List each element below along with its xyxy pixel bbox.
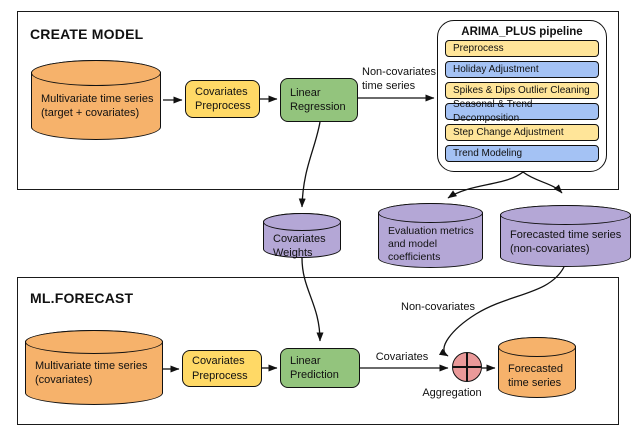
non-covariates-arrow-label: Non-covariates <box>401 301 475 313</box>
box-label: Covariates Preprocess <box>195 85 251 112</box>
pipeline-step-trend-modeling: Trend Modeling <box>445 145 599 162</box>
cylinder-evaluation-metrics: Evaluation metrics and model coefficient… <box>378 203 483 268</box>
pipeline-step-seasonal-trend-decomposition: Seasonal & Trend Decomposition <box>445 99 599 124</box>
cylinder-covariates-weights: Covariates Weights <box>263 213 341 259</box>
pipeline-step-preprocess: Preprocess <box>445 40 599 57</box>
cylinder-label: Multivariate time series (covariates) <box>35 360 148 386</box>
cylinder-label: Covariates Weights <box>273 233 326 259</box>
arima-plus-pipeline: ARIMA_PLUS pipeline Preprocess Holiday A… <box>437 20 607 172</box>
pipeline-step-holiday-adjustment: Holiday Adjustment <box>445 61 599 78</box>
linear-prediction-box: Linear Prediction <box>280 348 360 388</box>
cylinder-label: Forecasted time series (non-covariates) <box>510 229 622 255</box>
pipeline-step-spikes-dips-outlier-cleaning: Spikes & Dips Outlier Cleaning <box>445 82 599 99</box>
cylinder-top <box>378 203 483 223</box>
non-covariates-time-series-label: Non-covariates time series <box>362 66 436 92</box>
box-label: Covariates Preprocess <box>192 355 248 382</box>
box-label: Linear Prediction <box>290 354 339 381</box>
covariates-preprocess-box-bottom: Covariates Preprocess <box>182 350 262 387</box>
linear-regression-box: Linear Regression <box>280 78 358 122</box>
cylinder-label: Forecasted time series <box>508 363 564 389</box>
cylinder-multivariate-covariates: Multivariate time series (covariates) <box>25 330 163 405</box>
cylinder-top <box>263 213 341 231</box>
cylinder-top <box>500 205 631 225</box>
box-label: Linear Regression <box>290 86 346 113</box>
aggregation-label: Aggregation <box>422 387 482 399</box>
cylinder-top <box>25 330 163 354</box>
cylinder-forecasted-time-series: Forecasted time series <box>498 337 576 398</box>
pipeline-title: ARIMA_PLUS pipeline <box>461 26 583 38</box>
plus-icon <box>453 353 481 381</box>
covariates-preprocess-box-top: Covariates Preprocess <box>185 80 260 118</box>
aggregation-node <box>452 352 482 382</box>
cylinder-top <box>498 337 576 357</box>
cylinder-label: Multivariate time series (target + covar… <box>41 93 154 119</box>
cylinder-forecasted-non-covariates: Forecasted time series (non-covariates) <box>500 205 631 267</box>
ml-forecast-title: ML.FORECAST <box>30 290 134 306</box>
create-model-title: CREATE MODEL <box>30 26 144 42</box>
covariates-arrow-label: Covariates <box>375 351 429 363</box>
cylinder-multivariate-target-covariates: Multivariate time series (target + covar… <box>31 60 161 140</box>
pipeline-step-step-change-adjustment: Step Change Adjustment <box>445 124 599 141</box>
cylinder-label: Evaluation metrics and model coefficient… <box>388 225 474 264</box>
cylinder-top <box>31 60 161 86</box>
